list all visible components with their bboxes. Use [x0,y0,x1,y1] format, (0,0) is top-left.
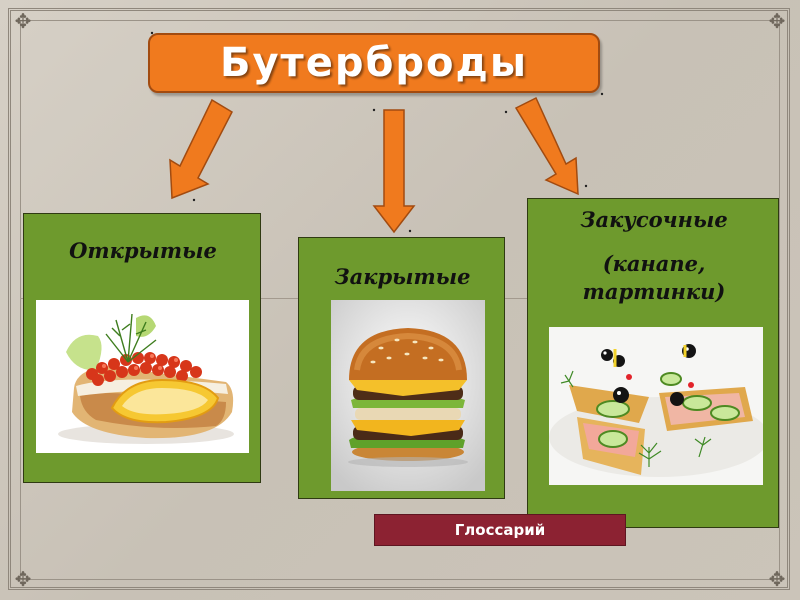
glossary-button[interactable]: Глоссарий [374,514,626,546]
arrow-right-icon [514,96,579,196]
arrow-center-icon [372,109,416,234]
category-card-snack[interactable]: Закусочные (канапе, тартинки) [527,198,779,528]
corner-ornament-icon: ✥ [14,567,32,591]
category-card-open[interactable]: Открытые [23,213,261,483]
category-label-snack-line2: (канапе, [602,251,706,276]
arrow-left-icon [169,98,233,200]
decorative-frame-inner [20,20,780,580]
canapes-image [549,327,763,485]
title-box: Бутерброды [148,33,600,93]
corner-ornament-icon: ✥ [14,9,32,33]
category-card-closed[interactable]: Закрытые [298,237,505,499]
hamburger-image [331,300,485,491]
category-label-snack: Закусочные [580,207,728,232]
decorative-frame-outer [8,8,790,590]
page-title: Бутерброды [219,40,529,86]
open-sandwich-image [36,300,249,453]
category-label-open: Открытые [69,238,217,263]
category-label-snack-line3: тартинки) [582,279,726,304]
category-label-closed: Закрытые [334,264,471,289]
corner-ornament-icon: ✥ [768,567,786,591]
corner-ornament-icon: ✥ [768,9,786,33]
